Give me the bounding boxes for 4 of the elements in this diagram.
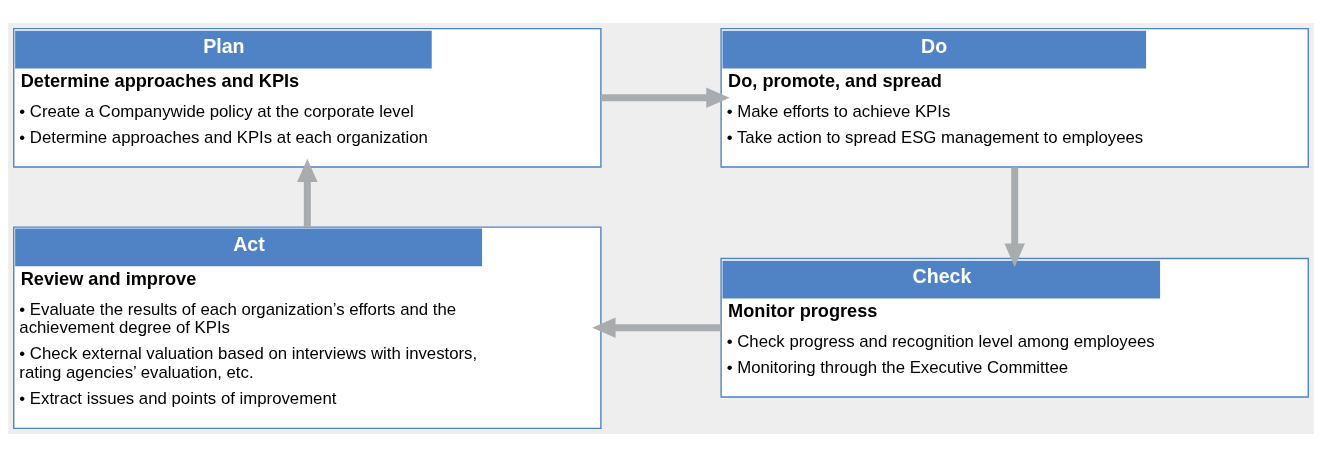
arrow	[297, 158, 318, 227]
arrow	[1004, 166, 1025, 267]
arrow	[592, 317, 721, 338]
arrow	[600, 87, 730, 108]
